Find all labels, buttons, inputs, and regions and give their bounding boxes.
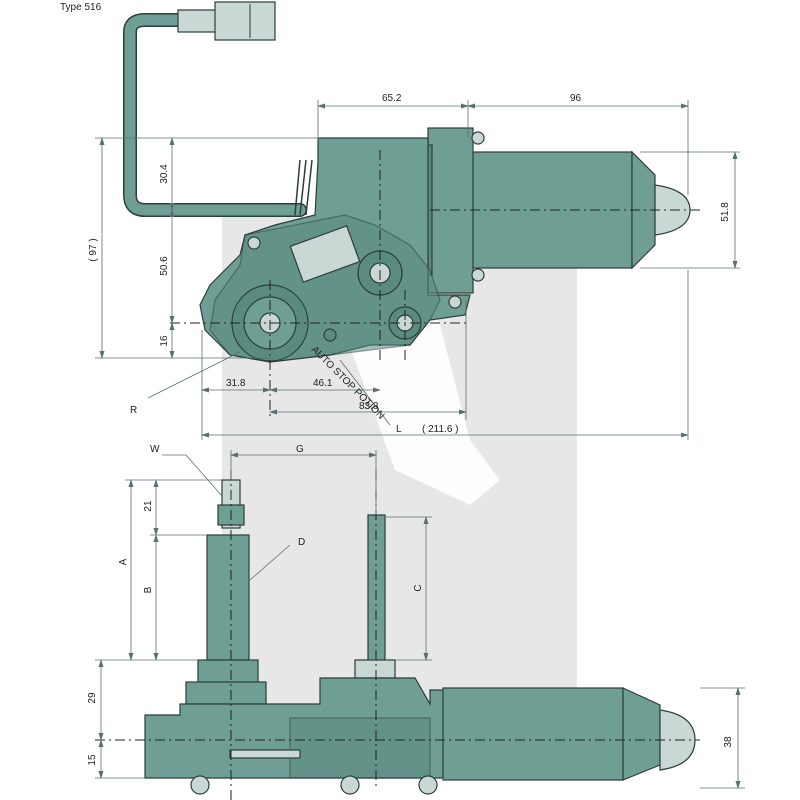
bolt-icon — [323, 328, 337, 342]
dim-15: 15 — [87, 754, 98, 766]
label-c: C — [413, 584, 424, 591]
bolt-icon — [247, 236, 261, 250]
dim-31-8: 31.8 — [226, 378, 246, 389]
dim-83-8: 83.8 — [359, 401, 379, 412]
dim-50-6: 50.6 — [159, 256, 170, 276]
label-w: W — [150, 444, 160, 455]
label-d: D — [298, 537, 305, 548]
dim-16: 16 — [159, 335, 170, 347]
label-r: R — [130, 405, 137, 416]
connector — [177, 1, 276, 41]
drawing-title: Type 516 — [60, 2, 102, 13]
dim-30-4: 30.4 — [159, 164, 170, 184]
top-view: 65.2 96 ( 97 ) 30.4 50.6 16 51.8 31.8 46… — [88, 1, 740, 440]
bolt-icon — [448, 295, 462, 309]
label-l: L — [396, 424, 402, 435]
dim-211-6: ( 211.6 ) — [422, 424, 459, 435]
dim-46-1: 46.1 — [313, 378, 333, 389]
label-b: B — [143, 586, 154, 593]
motor-cap — [631, 150, 656, 270]
cable — [123, 13, 307, 217]
output-shaft-side — [185, 479, 267, 705]
side-view: G W D A B 21 C 29 15 38 — [87, 444, 745, 800]
dim-97: ( 97 ) — [88, 238, 99, 261]
pivot-shaft-side — [354, 514, 396, 679]
label-a: A — [118, 558, 129, 565]
motor-body-side — [442, 687, 624, 781]
dim-21: 21 — [143, 500, 154, 512]
dim-29: 29 — [87, 692, 98, 704]
label-g: G — [296, 444, 304, 455]
dim-65-2: 65.2 — [382, 93, 402, 104]
dim-51-8: 51.8 — [720, 202, 731, 222]
auto-stop-module — [289, 225, 361, 283]
dim-38: 38 — [723, 736, 734, 748]
dim-96: 96 — [570, 93, 582, 104]
